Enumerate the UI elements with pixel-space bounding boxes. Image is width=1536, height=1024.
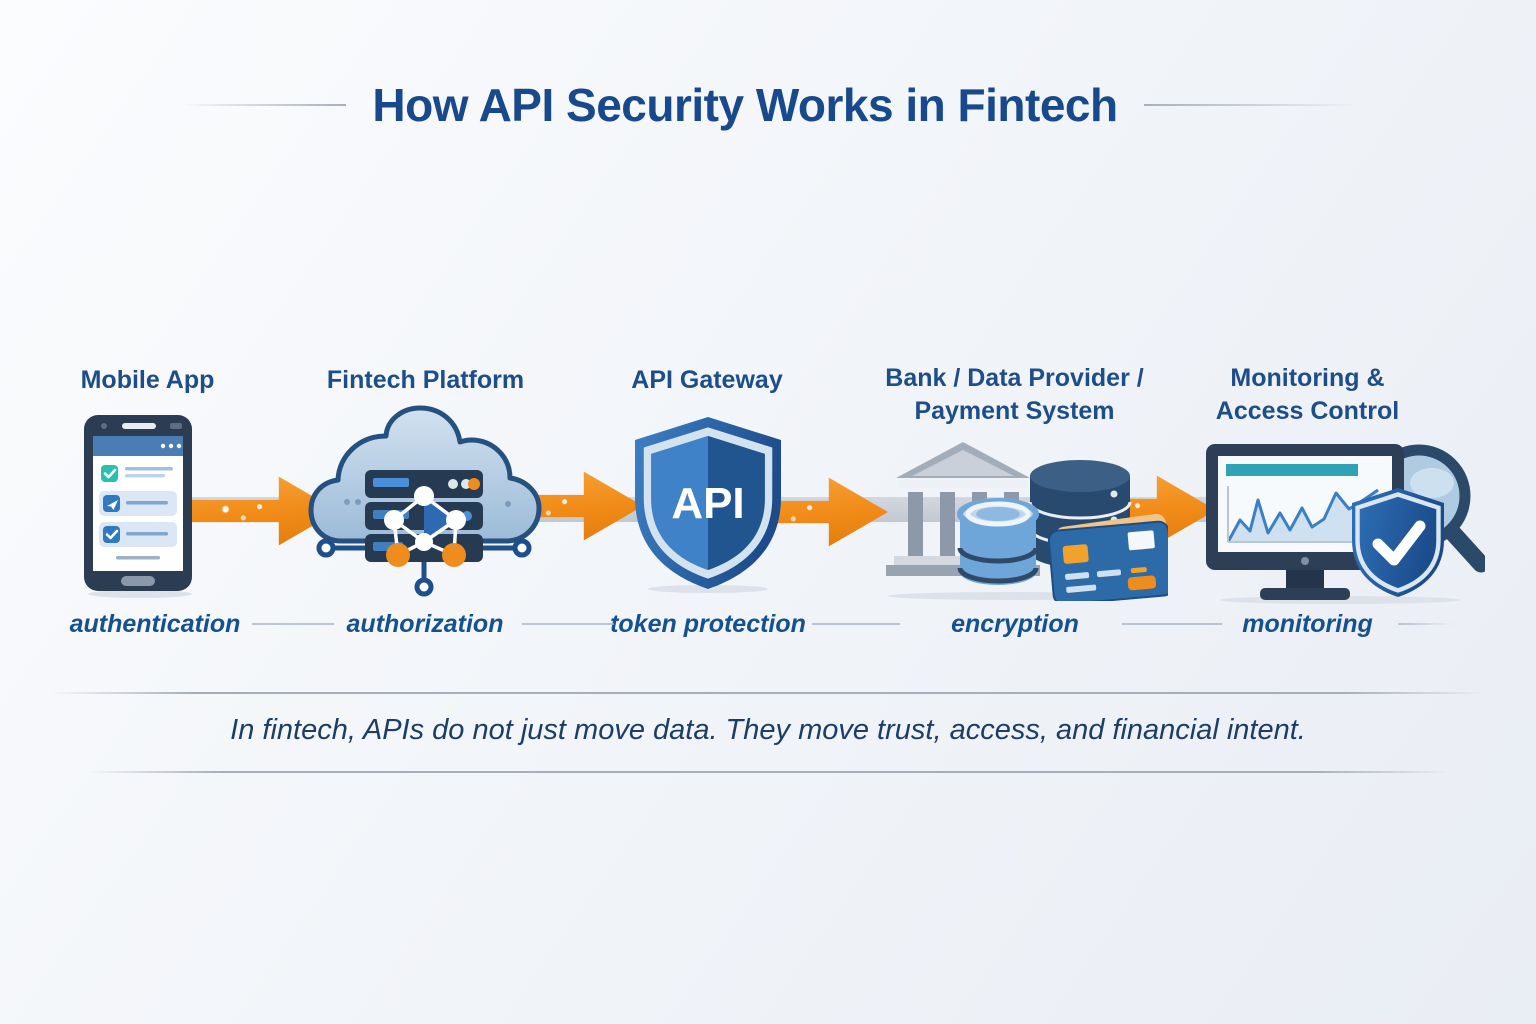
security-label-authentication: authentication xyxy=(69,610,241,638)
stage-title-monitoring: Monitoring & Access Control xyxy=(1215,364,1400,425)
checklist-item-send-icon xyxy=(99,491,177,516)
label-separator-line xyxy=(812,623,900,625)
label-separator-line xyxy=(252,623,334,625)
title-rule-left xyxy=(178,104,347,106)
quote-divider-top xyxy=(50,692,1486,694)
security-label-token-protection: token protection xyxy=(610,610,806,638)
quote-divider-bottom xyxy=(85,771,1451,773)
page-title: How API Security Works in Fintech xyxy=(372,79,1118,131)
title-rule-right xyxy=(1143,104,1358,106)
label-separator-line xyxy=(1122,623,1222,625)
footer-quote: In fintech, APIs do not just move data. … xyxy=(230,714,1306,746)
bank-database-card-icon xyxy=(886,442,1168,601)
api-shield-label: API xyxy=(671,479,744,528)
api-shield-icon: API xyxy=(635,417,781,593)
security-label-monitoring: monitoring xyxy=(1242,610,1373,638)
stage-title-api-gateway: API Gateway xyxy=(631,366,783,394)
checklist-item-check-icon xyxy=(101,465,173,482)
cloud-server-icon xyxy=(308,405,542,597)
circuit-stubs-icon xyxy=(316,538,532,597)
stage-title-bank: Bank / Data Provider / Payment System xyxy=(885,364,1144,425)
shield-check-icon xyxy=(1352,488,1444,597)
label-separator-line xyxy=(1398,623,1454,625)
credit-card-icon xyxy=(1047,513,1168,601)
security-label-encryption: encryption xyxy=(951,610,1079,638)
monitor-shield-magnifier-icon xyxy=(1206,444,1485,604)
monitor-icon xyxy=(1206,444,1404,600)
security-label-authorization: authorization xyxy=(346,610,504,638)
stage-title-fintech-platform: Fintech Platform xyxy=(326,366,525,394)
checklist-item-check-icon xyxy=(99,522,177,547)
title-row: How API Security Works in Fintech xyxy=(0,78,1536,132)
database-light-icon xyxy=(957,498,1039,585)
stage-title-mobile-app: Mobile App xyxy=(80,366,215,394)
label-separator-line xyxy=(522,623,614,625)
mobile-app-icon xyxy=(84,415,192,598)
network-graph-icon xyxy=(384,486,466,567)
